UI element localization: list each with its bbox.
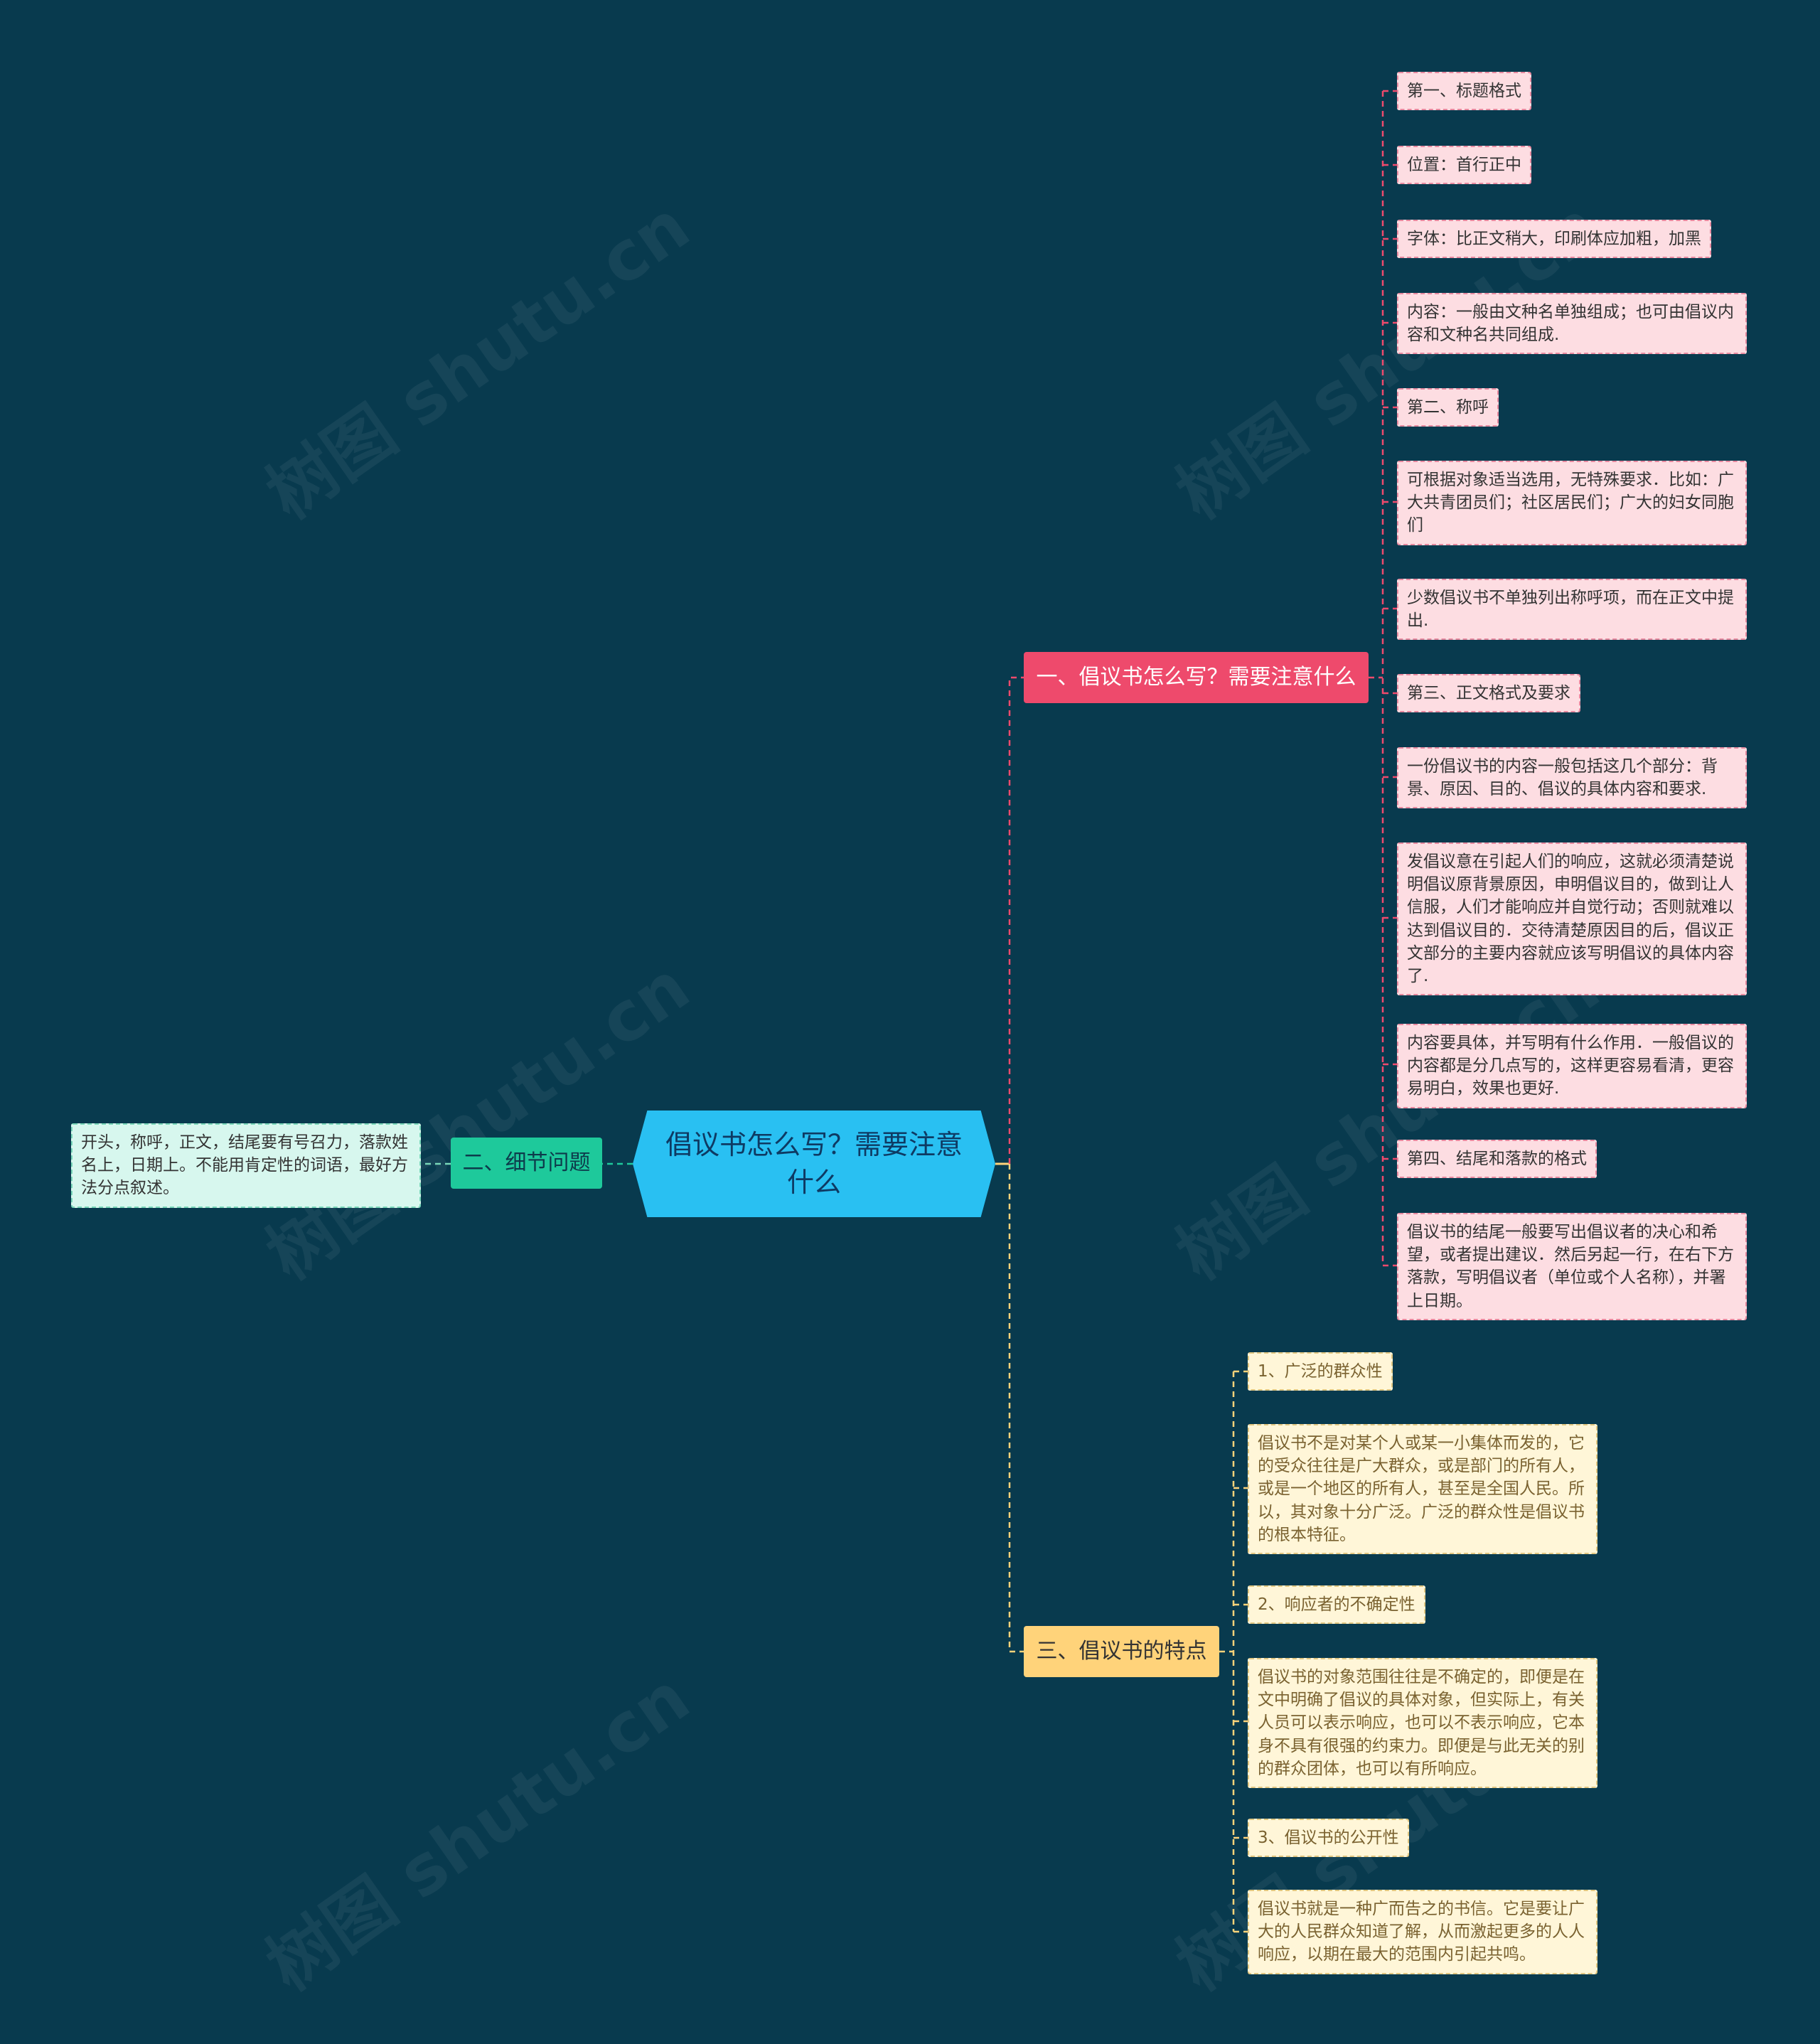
leaf-item[interactable]: 倡议书就是一种广而告之的书信。它是要让广大的人民群众知道了解，从而激起更多的人人… xyxy=(1248,1890,1597,1974)
leaf-item[interactable]: 2、响应者的不确定性 xyxy=(1248,1585,1425,1625)
branch-how-to-write[interactable]: 一、倡议书怎么写？需要注意什么 xyxy=(1024,652,1369,703)
central-topic[interactable]: 倡议书怎么写？需要注意什么 xyxy=(633,1111,995,1217)
leaf-item[interactable]: 可根据对象适当选用，无特殊要求．比如：广大共青团员们；社区居民们；广大的妇女同胞… xyxy=(1397,461,1747,545)
leaf-item[interactable]: 内容：一般由文种名单独组成；也可由倡议内容和文种名共同组成. xyxy=(1397,293,1747,355)
leaf-item[interactable]: 倡议书的对象范围往往是不确定的，即便是在文中明确了倡议的具体对象，但实际上，有关… xyxy=(1248,1658,1597,1788)
leaf-item[interactable]: 倡议书不是对某个人或某一小集体而发的，它的受众往往是广大群众，或是部门的所有人，… xyxy=(1248,1424,1597,1554)
leaf-item[interactable]: 发倡议意在引起人们的响应，这就必须清楚说明倡议原背景原因，申明倡议目的，做到让人… xyxy=(1397,842,1747,996)
branch-label: 三、倡议书的特点 xyxy=(1036,1639,1207,1664)
leaf-item[interactable]: 1、广泛的群众性 xyxy=(1248,1352,1393,1391)
branch-features[interactable]: 三、倡议书的特点 xyxy=(1024,1626,1219,1677)
leaf-item[interactable]: 第三、正文格式及要求 xyxy=(1397,674,1580,713)
leaf-item[interactable]: 内容要具体，并写明有什么作用．一般倡议的内容都是分几点写的，这样更容易看清，更容… xyxy=(1397,1024,1747,1108)
branch-label: 一、倡议书怎么写？需要注意什么 xyxy=(1036,665,1356,690)
leaf-item[interactable]: 第一、标题格式 xyxy=(1397,72,1531,111)
branch-details[interactable]: 二、细节问题 xyxy=(451,1138,602,1189)
leaf-item[interactable]: 一份倡议书的内容一般包括这几个部分：背景、原因、目的、倡议的具体内容和要求. xyxy=(1397,747,1747,809)
leaf-details[interactable]: 开头，称呼，正文，结尾要有号召力，落款姓名上，日期上。不能用肯定性的词语，最好方… xyxy=(71,1123,421,1208)
leaf-item[interactable]: 第四、结尾和落款的格式 xyxy=(1397,1140,1597,1179)
leaf-item[interactable]: 倡议书的结尾一般要写出倡议者的决心和希望，或者提出建议．然后另起一行，在右下方落… xyxy=(1397,1213,1747,1320)
leaf-item[interactable]: 少数倡议书不单独列出称呼项，而在正文中提出. xyxy=(1397,579,1747,641)
leaf-item[interactable]: 位置：首行正中 xyxy=(1397,146,1531,185)
leaf-item[interactable]: 第二、称呼 xyxy=(1397,388,1499,427)
leaf-item[interactable]: 字体：比正文稍大，印刷体应加粗，加黑 xyxy=(1397,220,1711,259)
branch-label: 二、细节问题 xyxy=(462,1150,591,1175)
leaf-item[interactable]: 3、倡议书的公开性 xyxy=(1248,1819,1409,1858)
central-title: 倡议书怎么写？需要注意什么 xyxy=(665,1128,963,1198)
